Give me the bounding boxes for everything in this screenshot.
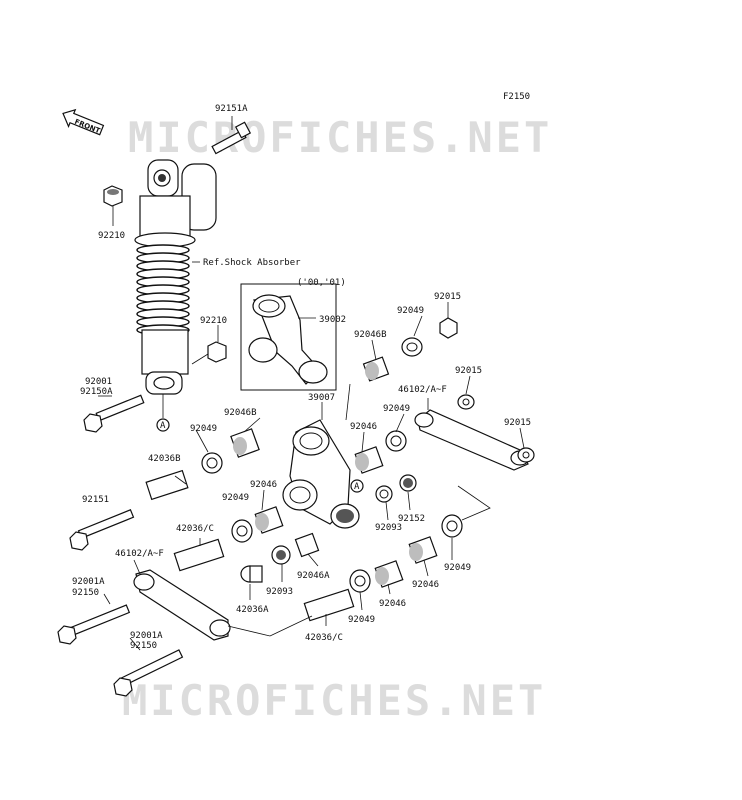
bearing-92046b-b xyxy=(230,428,260,458)
label-39007: 39007 xyxy=(308,393,335,403)
label-42036C-a: 42036/C xyxy=(176,524,214,534)
label-92015-b: 92015 xyxy=(455,366,482,376)
collar-92049-f xyxy=(349,569,371,593)
bearing-92046-b xyxy=(254,506,284,534)
figure-code: F2150 xyxy=(503,92,530,102)
label-92151A: 92151A xyxy=(215,104,248,114)
label-39002: 39002 xyxy=(319,315,346,325)
label-92093-a: 92093 xyxy=(375,523,402,533)
nut-92015-c xyxy=(517,447,535,463)
label-92210-top: 92210 xyxy=(98,231,125,241)
label-92046-d: 92046 xyxy=(379,599,406,609)
label-42036B: 42036B xyxy=(148,454,181,464)
bolt-92150-b xyxy=(113,649,184,697)
bearing-92046-c xyxy=(408,536,438,564)
label-92046-b: 92046 xyxy=(250,480,277,490)
bearing-92046a xyxy=(294,532,320,558)
rocker-arm-39007 xyxy=(282,383,360,529)
label-92150-b: 92150 xyxy=(130,641,157,651)
label-92046B-a: 92046B xyxy=(354,330,387,340)
inset-box xyxy=(240,283,337,391)
shock-absorber xyxy=(134,159,217,418)
spring-coils xyxy=(136,244,190,336)
label-92001-left: 92001 xyxy=(85,377,112,387)
collar-92049-b xyxy=(385,430,407,452)
label-92015-a: 92015 xyxy=(434,292,461,302)
nut-92210-mid xyxy=(191,325,227,365)
label-92046A: 92046A xyxy=(297,571,330,581)
nut-92015-a xyxy=(439,317,458,339)
bearing-92046-a xyxy=(354,446,384,474)
washer-92093-a xyxy=(375,485,393,503)
label-92046-a: 92046 xyxy=(350,422,377,432)
label-92049-b: 92049 xyxy=(383,404,410,414)
label-92150A: 92150A xyxy=(80,387,113,397)
watermark-bottom: MICROFICHES.NET xyxy=(122,676,546,725)
sleeve-42036b xyxy=(145,469,189,501)
link-46102-right xyxy=(414,398,530,471)
leader-lines xyxy=(103,302,525,651)
label-42036A: 42036A xyxy=(236,605,269,615)
label-92046B-b: 92046B xyxy=(224,408,257,418)
part-labels: 92151A 92210 92210 92001 92150A 39002 92… xyxy=(72,104,531,651)
collar-92049-e xyxy=(441,514,463,538)
seal-92152 xyxy=(399,474,417,492)
callout-a-right: A xyxy=(350,479,364,493)
label-92001A-a: 92001A xyxy=(72,577,105,587)
bolt-92151 xyxy=(69,509,135,551)
label-92093-b: 92093 xyxy=(266,587,293,597)
label-92049-e: 92049 xyxy=(444,563,471,573)
collar-92049-a xyxy=(401,337,423,357)
label-46102-left: 46102/A~F xyxy=(115,549,164,559)
label-92049-a: 92049 xyxy=(397,306,424,316)
label-92046-c: 92046 xyxy=(412,580,439,590)
collar-42036a xyxy=(240,565,263,583)
label-92150-a: 92150 xyxy=(72,588,99,598)
label-46102-right: 46102/A~F xyxy=(398,385,447,395)
nut-92015-b xyxy=(457,394,475,410)
svg-text:A: A xyxy=(160,421,166,431)
label-92049-d: 92049 xyxy=(222,493,249,503)
watermark-top: MICROFICHES.NET xyxy=(128,113,552,162)
label-92015-c: 92015 xyxy=(504,418,531,428)
ref-shock-label: Ref.Shock Absorber xyxy=(203,258,301,268)
label-42036C-b: 42036/C xyxy=(305,633,343,643)
sleeve-42036c-a xyxy=(173,538,225,572)
label-92210-mid: 92210 xyxy=(200,316,227,326)
sleeve-42036c-b xyxy=(303,588,355,622)
bushings xyxy=(145,317,535,622)
label-92049-c: 92049 xyxy=(190,424,217,434)
bolt-92150a xyxy=(83,394,145,433)
rocker-arm-39002 xyxy=(248,294,328,385)
bearing-92046b-a xyxy=(362,356,390,382)
front-arrow-icon: FRONT xyxy=(62,108,105,136)
label-92001A-b: 92001A xyxy=(130,631,163,641)
link-46102-left xyxy=(133,559,231,641)
bolt-92150-a xyxy=(57,604,131,645)
label-92049-f: 92049 xyxy=(348,615,375,625)
bearing-92046-d xyxy=(374,560,404,588)
bolt-92151a xyxy=(211,116,252,155)
washer-92093-b xyxy=(271,545,291,565)
collar-92049-c xyxy=(201,452,223,474)
nut-92210-top xyxy=(103,185,123,226)
label-92151: 92151 xyxy=(82,495,109,505)
svg-text:A: A xyxy=(354,482,360,492)
label-92152: 92152 xyxy=(398,514,425,524)
callout-a-left: A xyxy=(156,418,170,432)
collar-92049-d xyxy=(231,519,253,543)
inset-label: ('00,'01) xyxy=(297,278,346,288)
